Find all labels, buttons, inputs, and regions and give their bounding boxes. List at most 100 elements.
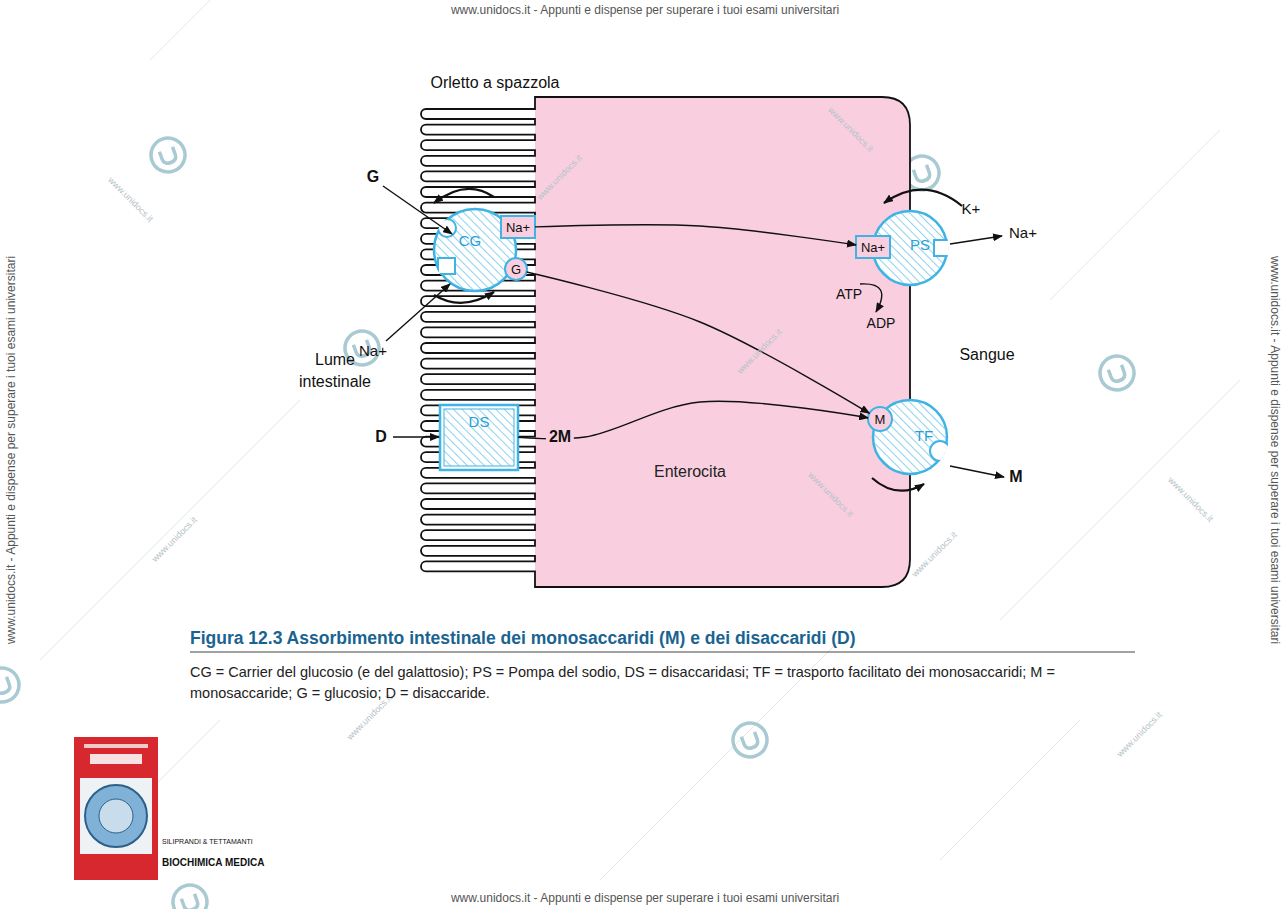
diagram-label: K+ bbox=[962, 201, 981, 218]
site-circle bbox=[868, 407, 892, 431]
edge-label: 2M bbox=[546, 428, 574, 446]
cover-panel bbox=[80, 778, 152, 854]
transport-arrow bbox=[518, 401, 868, 439]
rotation-arrow bbox=[434, 189, 494, 203]
node-label: M bbox=[875, 413, 886, 426]
enzyme-frame bbox=[440, 405, 518, 470]
binding-notch bbox=[438, 258, 455, 274]
diagram-label: ADP bbox=[867, 316, 896, 331]
diagram-label: Na+ bbox=[359, 343, 387, 360]
watermark-text: www.unidocs.it bbox=[1115, 710, 1164, 759]
node-label: DS bbox=[469, 414, 490, 429]
watermark-logo bbox=[340, 326, 384, 370]
cytoplasm bbox=[535, 97, 910, 587]
diagram-label: D bbox=[375, 428, 387, 446]
watermark-line bbox=[600, 640, 840, 880]
diagram-label: ATP bbox=[836, 287, 862, 302]
watermark-line bbox=[150, 0, 300, 60]
watermark-logo bbox=[728, 718, 772, 762]
enzyme-box: DS bbox=[440, 405, 518, 470]
watermark-text: www.unidocs.it bbox=[345, 693, 394, 742]
flow-arrow bbox=[950, 466, 1004, 477]
cover-band bbox=[84, 744, 148, 748]
atp-arrow bbox=[860, 284, 882, 312]
node-label: Na+ bbox=[506, 221, 530, 234]
watermark-text: www.unidocs.it bbox=[1165, 475, 1214, 524]
watermark-text: www.unidocs.it - Appunti e dispense per … bbox=[451, 892, 839, 905]
flow-arrow bbox=[393, 436, 439, 437]
cover-band bbox=[90, 754, 142, 764]
rotation-arrow bbox=[872, 478, 924, 491]
watermark-line bbox=[940, 720, 1080, 860]
watermark-line bbox=[1050, 130, 1220, 300]
node-label: PS bbox=[910, 237, 930, 252]
node-label: CG bbox=[459, 233, 482, 248]
watermark-logo bbox=[0, 663, 24, 707]
watermark-text: www.unidocs.it - Appunti e dispense per … bbox=[5, 256, 18, 644]
carrier-hatch bbox=[874, 401, 946, 473]
node-label: Enterocita bbox=[654, 464, 726, 480]
watermark-logo bbox=[146, 133, 190, 177]
diagram-label: Lume intestinale bbox=[290, 349, 380, 393]
diagram-label: Sangue bbox=[959, 346, 1014, 364]
site-rect bbox=[501, 216, 535, 238]
transporter-circle: TF M bbox=[872, 399, 948, 475]
binding-site: Na+ bbox=[501, 216, 535, 238]
cell-body bbox=[420, 97, 938, 587]
node-label: G bbox=[511, 263, 521, 276]
flow-arrow bbox=[383, 186, 452, 234]
diagram-label: Na+ bbox=[1009, 225, 1037, 242]
watermark-text: www.unidocs.it bbox=[150, 515, 199, 564]
diagram-label: M bbox=[1009, 468, 1022, 486]
watermark-text: www.unidocs.it - Appunti e dispense per … bbox=[1267, 256, 1280, 644]
carrier-circle: CGNa+G bbox=[433, 208, 517, 292]
enzyme-hatch bbox=[444, 409, 514, 466]
transport-arrow bbox=[535, 225, 856, 245]
watermark-lines bbox=[40, 0, 1240, 880]
watermark-text: www.unidocs.it - Appunti e dispense per … bbox=[451, 4, 839, 17]
node-label: TF bbox=[915, 428, 933, 443]
watermark-text: www.unidocs.it bbox=[910, 530, 959, 579]
book-cover bbox=[74, 737, 158, 880]
watermark-logo bbox=[1095, 351, 1139, 395]
diagram-label: BIOCHIMICA MEDICA bbox=[162, 857, 264, 868]
cell-body: EnterocitaCGNa+GPSNa+DSTFM bbox=[420, 97, 938, 587]
cover-circle bbox=[99, 799, 133, 833]
site-rect bbox=[856, 236, 890, 258]
brush-border-outline bbox=[421, 97, 910, 587]
site-circle bbox=[505, 258, 527, 280]
watermark-text: www.unidocs.it bbox=[825, 105, 874, 154]
figure-caption: CG = Carrier del glucosio (e del galatto… bbox=[190, 662, 1140, 704]
diagram-label: G bbox=[367, 168, 379, 186]
watermark-text: www.unidocs.it bbox=[735, 327, 784, 376]
title-rule bbox=[190, 652, 1135, 653]
diagram-label: SILIPRANDI & TETTAMANTI bbox=[162, 838, 253, 846]
watermark-text: www.unidocs.it bbox=[105, 175, 154, 224]
binding-notch bbox=[930, 441, 950, 461]
binding-notch bbox=[438, 219, 456, 237]
binding-site: G bbox=[505, 258, 527, 280]
transport-arrow bbox=[527, 272, 870, 413]
figure-title: Figura 12.3 Assorbimento intestinale dei… bbox=[190, 629, 856, 648]
node-label: Na+ bbox=[861, 241, 885, 254]
rotation-arrow bbox=[884, 190, 962, 206]
binding-site: M bbox=[868, 407, 892, 431]
watermark-line bbox=[40, 400, 300, 660]
rotation-arrow bbox=[434, 292, 494, 303]
flow-arrow bbox=[386, 284, 450, 341]
flow-arrow bbox=[950, 236, 1002, 244]
binding-site: Na+ bbox=[856, 236, 890, 258]
cover-frame bbox=[74, 737, 158, 880]
diagram-label: Orletto a spazzola bbox=[431, 74, 560, 92]
watermark-logo bbox=[168, 880, 212, 909]
watermark-text: www.unidocs.it bbox=[535, 153, 584, 202]
watermark-line bbox=[1000, 380, 1240, 620]
binding-notch bbox=[934, 240, 950, 256]
cover-circle bbox=[85, 785, 147, 847]
pump-circle: PSNa+ bbox=[872, 210, 948, 286]
watermark-text: www.unidocs.it bbox=[805, 470, 854, 519]
